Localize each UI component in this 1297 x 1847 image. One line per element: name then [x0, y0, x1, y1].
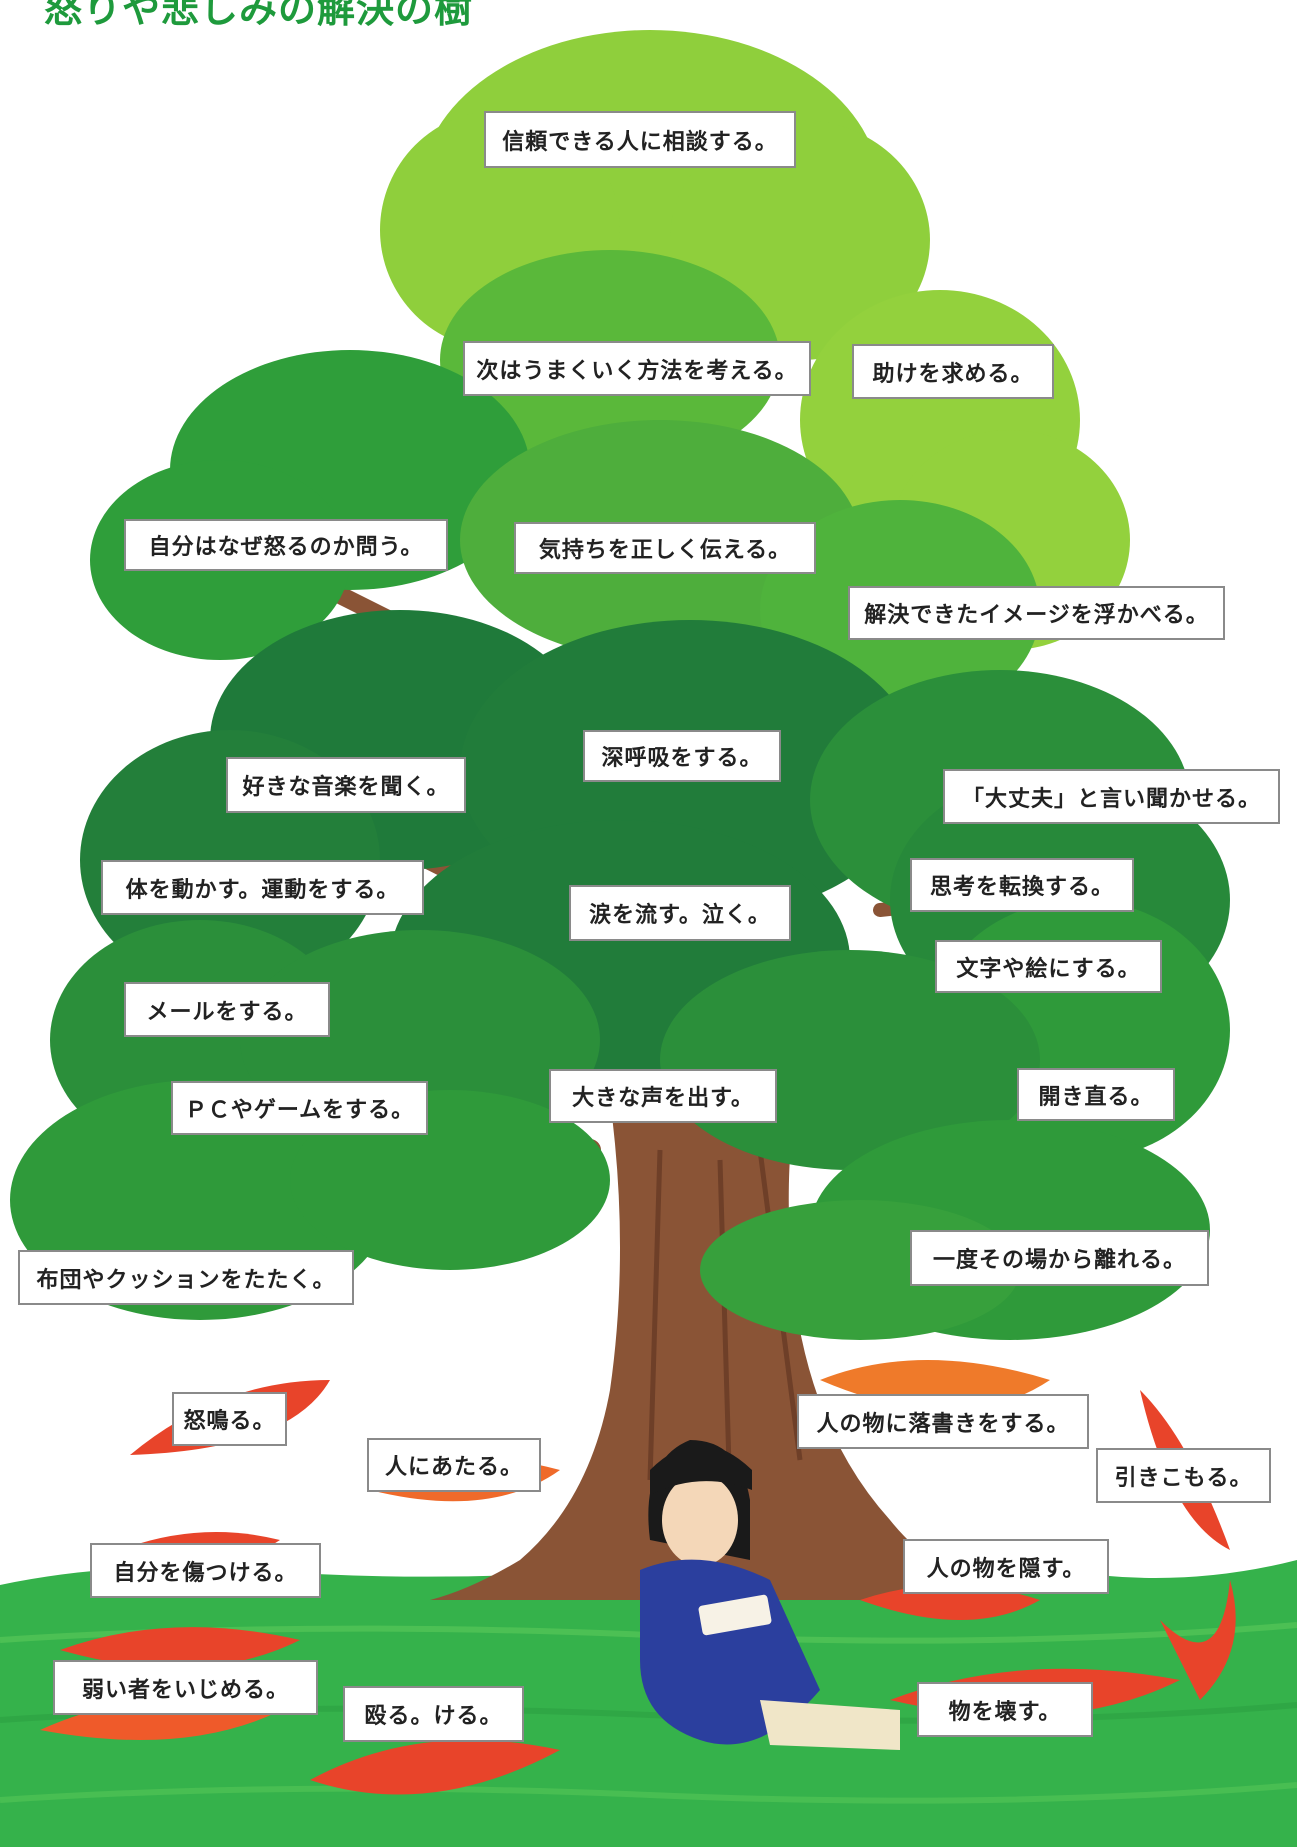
label-cry: 涙を流す。泣く。 — [569, 885, 791, 941]
label-music: 好きな音楽を聞く。 — [226, 757, 466, 813]
label-pc-game: ＰＣやゲームをする。 — [171, 1081, 428, 1135]
page-title: 怒りや悲しみの解決の樹 — [44, 0, 474, 31]
label-bully: 弱い者をいじめる。 — [53, 1660, 318, 1715]
label-leave: 一度その場から離れる。 — [910, 1230, 1209, 1286]
label-reassure: 「大丈夫」と言い聞かせる。 — [943, 769, 1280, 824]
girl-reading — [640, 1440, 900, 1750]
label-write: 文字や絵にする。 — [935, 940, 1162, 993]
label-breathe: 深呼吸をする。 — [583, 730, 781, 782]
label-next-time: 次はうまくいく方法を考える。 — [463, 341, 811, 396]
tree-trunk — [430, 1100, 1000, 1600]
label-exercise: 体を動かす。運動をする。 — [101, 860, 424, 915]
label-mail: メールをする。 — [124, 982, 330, 1037]
label-consult: 信頼できる人に相談する。 — [484, 111, 796, 168]
label-graffiti: 人の物に落書きをする。 — [797, 1394, 1089, 1449]
label-break: 物を壊す。 — [917, 1682, 1093, 1737]
label-self-harm: 自分を傷つける。 — [90, 1543, 321, 1598]
label-switch: 思考を転換する。 — [910, 858, 1134, 912]
label-cushion: 布団やクッションをたたく。 — [18, 1250, 354, 1305]
label-take-out: 人にあたる。 — [367, 1438, 541, 1492]
label-hit: 殴る。ける。 — [343, 1686, 524, 1742]
label-hide: 人の物を隠す。 — [903, 1539, 1109, 1594]
label-ask-help: 助けを求める。 — [852, 344, 1054, 399]
label-convey: 気持ちを正しく伝える。 — [514, 522, 816, 574]
label-yell: 怒鳴る。 — [172, 1392, 287, 1446]
label-shout: 大きな声を出す。 — [549, 1069, 777, 1123]
label-withdraw: 引きこもる。 — [1096, 1448, 1271, 1503]
label-reopen: 開き直る。 — [1017, 1068, 1175, 1121]
label-imagine: 解決できたイメージを浮かべる。 — [848, 586, 1225, 640]
label-ask-why: 自分はなぜ怒るのか問う。 — [124, 519, 448, 571]
